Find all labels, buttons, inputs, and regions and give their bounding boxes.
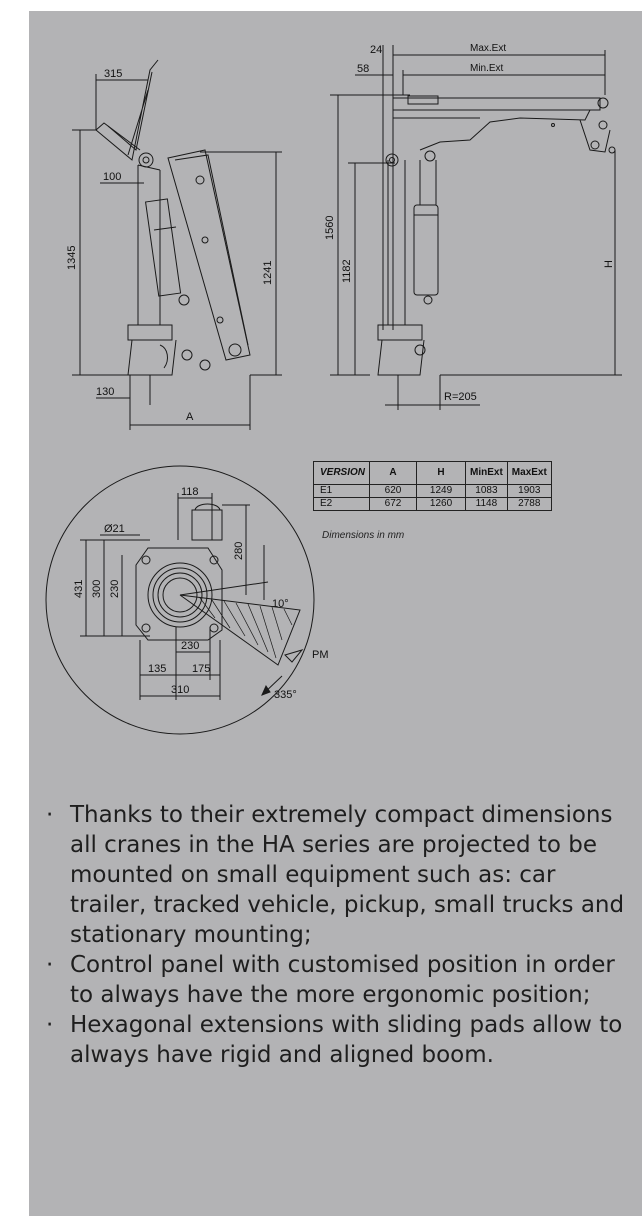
table-row: E2 672 1260 1148 2788 [312,497,552,511]
dim-230v-label: 230 [109,580,121,598]
front-view: 24 Max.Ext Min.Ext 58 1560 1182 [324,43,622,410]
dim-100-label: 100 [103,171,121,183]
angle-10-label: 10° [272,598,289,610]
dimensions-table: VERSION A H MinExt MaxExt E1 620 1249 10… [312,461,552,511]
cell-a: 672 [369,497,418,511]
dim-d21-label: Ø21 [104,523,125,535]
header-minext: MinExt [465,461,508,485]
technical-drawing: 315 1345 1241 100 [45,43,622,735]
cell-minext: 1083 [465,484,508,498]
list-item-text: Hexagonal extensions with sliding pads a… [70,1012,623,1068]
dim-175-label: 175 [192,663,210,675]
list-item-text: Thanks to their extremely compact dimens… [70,802,625,948]
dim-315-label: 315 [104,68,122,80]
cell-a: 620 [369,484,418,498]
header-a: A [369,461,418,485]
dim-300-label: 300 [91,580,103,598]
dim-a-label: A [186,411,194,423]
side-view: 315 1345 1241 100 [66,59,282,430]
plan-view: 118 Ø21 280 431 300 230 [45,465,329,735]
angle-335-label: 335° [274,689,297,701]
cell-version: E2 [312,497,371,511]
dim-130-label: 130 [96,386,114,398]
header-version: VERSION [312,461,371,485]
list-item: · Control panel with customised position … [46,950,636,1010]
dim-h-label: H [603,260,615,268]
cell-maxext: 2788 [506,497,552,511]
dim-135-label: 135 [148,663,166,675]
radius-label: R=205 [444,391,477,403]
dim-1182-label: 1182 [341,259,353,283]
cell-version: E1 [312,484,371,498]
table-header-row: VERSION A H MinExt MaxExt [312,461,552,485]
dim-280-label: 280 [233,542,245,560]
dim-58-label: 58 [357,63,369,75]
cell-maxext: 1903 [506,484,552,498]
list-item: · Thanks to their extremely compact dimen… [46,800,636,950]
pm-label: PM [312,649,329,661]
header-maxext: MaxExt [506,461,552,485]
bullet-symbol: · [46,1012,54,1038]
header-h: H [416,461,467,485]
max-ext-label: Max.Ext [470,43,506,54]
list-item: · Hexagonal extensions with sliding pads … [46,1010,636,1070]
list-item-text: Control panel with customised position i… [70,952,615,1008]
content-panel [29,11,642,1216]
feature-list: · Thanks to their extremely compact dimen… [46,800,636,1070]
cell-h: 1260 [416,497,467,511]
cell-minext: 1148 [465,497,508,511]
units-note: Dimensions in mm [322,530,405,541]
dim-310-label: 310 [171,684,189,696]
dim-1560-label: 1560 [324,216,336,240]
dim-1241-label: 1241 [262,261,274,285]
min-ext-label: Min.Ext [470,63,504,74]
cell-h: 1249 [416,484,467,498]
dim-431-label: 431 [73,580,85,598]
dim-230h-label: 230 [181,640,199,652]
dim-118-label: 118 [181,486,199,498]
bullet-symbol: · [46,802,54,828]
dim-24-label: 24 [370,44,382,56]
dim-1345-label: 1345 [66,246,78,270]
table-row: E1 620 1249 1083 1903 [312,484,552,498]
bullet-symbol: · [46,952,54,978]
